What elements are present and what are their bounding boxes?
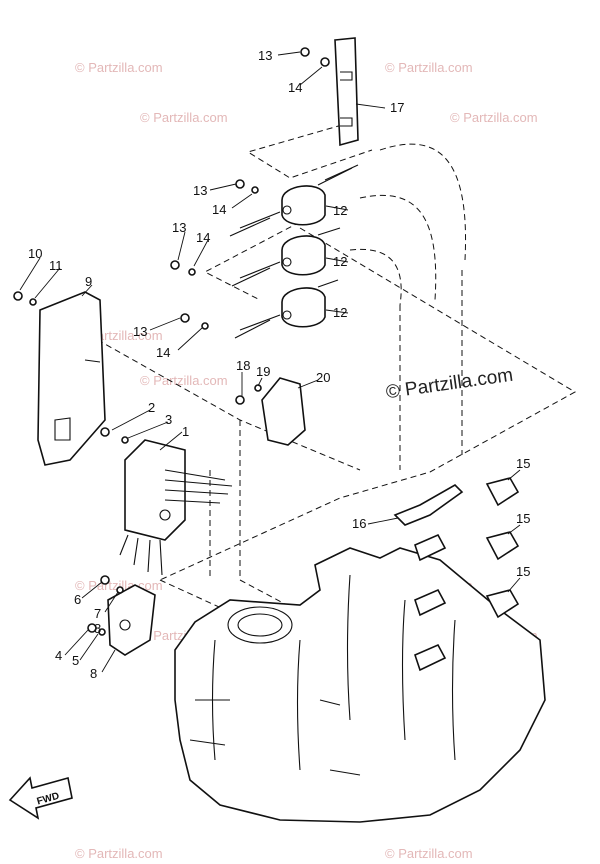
wire-loop <box>379 143 467 261</box>
watermark: © Partzilla.com <box>450 110 538 125</box>
watermark: © Partzilla.com <box>385 846 473 861</box>
guide-line <box>203 221 301 301</box>
sensor <box>393 484 464 526</box>
watermark: © Partzilla.com <box>140 373 228 388</box>
ignition-coil <box>231 227 341 287</box>
watermark: © Partzilla.com <box>75 846 163 861</box>
ignition-coil <box>234 279 339 339</box>
callout-label: 7 <box>94 606 101 621</box>
callout-label: 13 <box>258 48 272 63</box>
forward-arrow-icon <box>8 776 73 820</box>
callout-label: 13 <box>193 183 207 198</box>
cylinder-bore <box>227 606 293 644</box>
callout-label: 14 <box>212 202 226 217</box>
callout-label: 19 <box>256 364 270 379</box>
forward-arrow: FWD <box>8 776 73 820</box>
callout-label: 4 <box>55 648 62 663</box>
callout-label: 17 <box>390 100 404 115</box>
callout-label: 14 <box>156 345 170 360</box>
callout-label: 15 <box>516 511 530 526</box>
callout-label: 16 <box>352 516 366 531</box>
plug-cap <box>485 531 520 561</box>
callout-label: 5 <box>72 653 79 668</box>
callout-label: 10 <box>28 246 42 261</box>
engine-block <box>174 547 546 823</box>
watermark: © Partzilla.com <box>385 60 473 75</box>
callout-label: 13 <box>172 220 186 235</box>
callout-label: 13 <box>133 324 147 339</box>
callout-label: 15 <box>516 564 530 579</box>
main-watermark: © Partzilla.com <box>385 365 515 404</box>
callout-label: 12 <box>333 254 347 269</box>
callout-labels: 13 14 17 13 14 12 13 14 12 13 14 12 10 1… <box>28 48 530 681</box>
callout-label: 8 <box>94 621 101 636</box>
engine-detail <box>189 574 456 776</box>
rectifier <box>261 377 306 446</box>
bracket-slot <box>340 71 353 127</box>
callout-label: 18 <box>236 358 250 373</box>
callout-label: 20 <box>316 370 330 385</box>
callout-label: 12 <box>333 203 347 218</box>
spark-plug <box>414 533 447 562</box>
callout-label: 14 <box>288 80 302 95</box>
engine-block-outline <box>174 547 546 823</box>
callout-label: 15 <box>516 456 530 471</box>
callout-label: 11 <box>49 258 63 273</box>
guide-line <box>159 227 577 581</box>
mount-plate <box>107 584 156 656</box>
watermark: © Partzilla.com <box>140 110 228 125</box>
mount-plate-hole <box>119 619 131 631</box>
callout-label: 14 <box>196 230 210 245</box>
ignition-coil <box>229 164 359 237</box>
callout-label: 6 <box>74 592 81 607</box>
callout-label: 8 <box>90 666 97 681</box>
cylinder-bore-inner <box>237 613 283 637</box>
callout-label: 12 <box>333 305 347 320</box>
wire-loop <box>359 194 437 301</box>
bracket <box>334 37 359 147</box>
cover-detail <box>54 359 101 441</box>
spark-plug <box>414 643 447 672</box>
cover-plate <box>37 291 106 466</box>
spark-plug <box>414 588 447 617</box>
guide-line <box>239 420 301 613</box>
wire-loop <box>349 248 402 306</box>
fasteners <box>13 47 330 636</box>
leader-lines <box>19 51 521 673</box>
callout-label: 1 <box>182 424 189 439</box>
callout-label: 9 <box>85 274 92 289</box>
assembly-guides <box>79 124 577 613</box>
cdi-unit <box>119 439 233 576</box>
watermark: © Partzilla.com <box>75 60 163 75</box>
guide-line <box>79 329 361 471</box>
callout-label: 3 <box>165 412 172 427</box>
guide-line <box>246 124 373 179</box>
callout-label: 2 <box>148 400 155 415</box>
plug-cap <box>485 477 520 507</box>
plug-cap <box>485 589 520 619</box>
